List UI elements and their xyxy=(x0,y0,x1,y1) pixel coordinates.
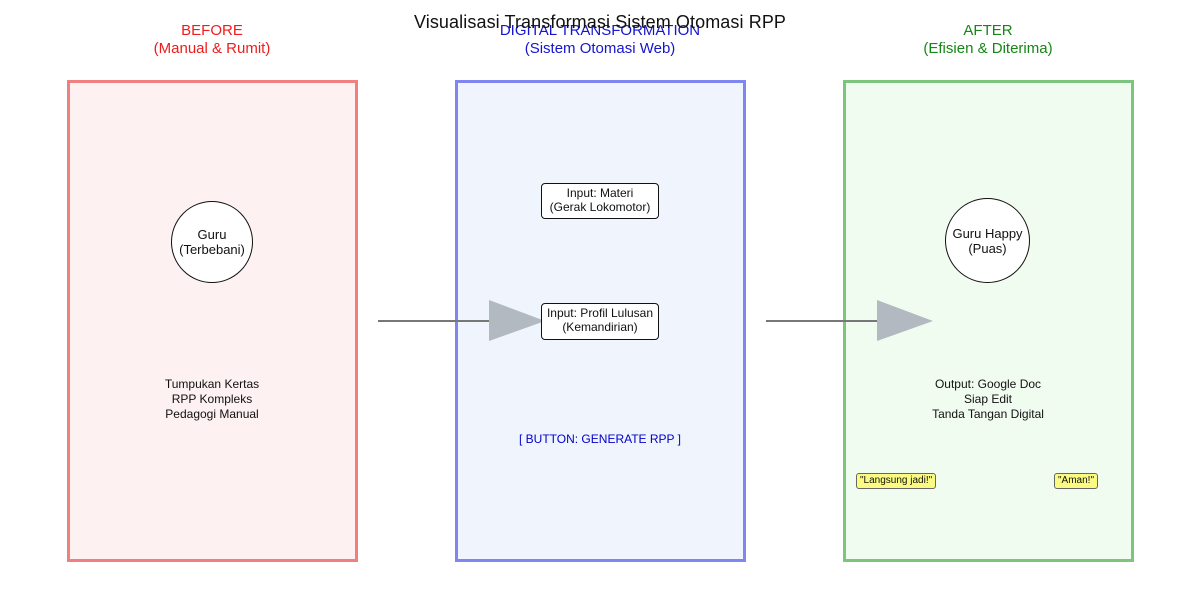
diagram-title: Visualisasi Transformasi Sistem Otomasi … xyxy=(413,12,787,32)
before-note-rpp: RPP Kompleks xyxy=(171,392,253,406)
after-note-edit: Siap Edit xyxy=(963,392,1013,406)
input-materi-value: (Gerak Lokomotor) xyxy=(549,200,651,214)
before-note-pedagogy: Pedagogi Manual xyxy=(165,407,259,421)
before-panel xyxy=(67,80,358,562)
arrow-before-to-digital xyxy=(378,300,545,341)
generate-rpp-button-label: [ BUTTON: GENERATE RPP ] xyxy=(518,432,682,446)
digital-heading-subtitle: (Sistem Otomasi Web) xyxy=(524,40,676,57)
burdened-teacher-label: Guru xyxy=(197,227,227,242)
input-profil-label: Input: Profil Lulusan xyxy=(546,306,654,320)
before-heading-label: BEFORE xyxy=(181,22,243,39)
before-heading: BEFORE (Manual & Rumit) xyxy=(62,22,362,58)
arrow-digital-to-after xyxy=(766,300,933,341)
after-note-signature: Tanda Tangan Digital xyxy=(932,407,1044,421)
digital-heading-label: DIGITAL TRANSFORMATION xyxy=(499,22,701,39)
before-heading-subtitle: (Manual & Rumit) xyxy=(153,40,271,57)
happy-teacher-circle: Guru Happy (Puas) xyxy=(945,198,1030,283)
arrow-head xyxy=(489,300,545,341)
happy-teacher-status: (Puas) xyxy=(968,240,1007,256)
quote-bubble-langsung-jadi: "Langsung jadi!" xyxy=(856,473,937,489)
input-profil-box: Input: Profil Lulusan (Kemandirian) xyxy=(541,303,659,340)
burdened-teacher-circle: Guru (Terbebani) xyxy=(171,201,253,283)
digital-heading: DIGITAL TRANSFORMATION (Sistem Otomasi W… xyxy=(450,22,750,58)
input-profil-value: (Kemandirian) xyxy=(562,320,638,334)
after-heading-subtitle: (Efisien & Diterima) xyxy=(923,40,1053,57)
quote-bubble-aman: "Aman!" xyxy=(1054,473,1099,489)
after-heading-label: AFTER xyxy=(963,22,1013,39)
after-note-output: Output: Google Doc xyxy=(934,377,1042,391)
after-notes: Output: Google Doc Siap Edit Tanda Tanga… xyxy=(888,377,1088,422)
input-materi-label: Input: Materi xyxy=(566,186,634,200)
burdened-teacher-status: (Terbebani) xyxy=(179,242,245,257)
after-heading: AFTER (Efisien & Diterima) xyxy=(838,22,1138,58)
before-notes: Tumpukan Kertas RPP Kompleks Pedagogi Ma… xyxy=(112,377,312,422)
happy-teacher-label: Guru Happy xyxy=(952,225,1023,241)
arrow-head xyxy=(877,300,933,341)
before-note-paper: Tumpukan Kertas xyxy=(164,377,260,391)
input-materi-box: Input: Materi (Gerak Lokomotor) xyxy=(541,183,659,219)
